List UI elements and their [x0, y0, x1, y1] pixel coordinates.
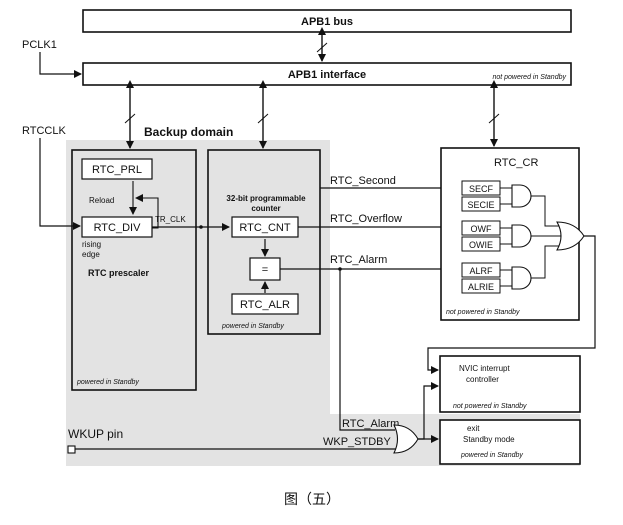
prescaler-note: powered in Standby [76, 379, 139, 386]
reload-label: Reload [89, 196, 114, 205]
wakeup-or-gate [393, 424, 419, 454]
prescaler-block [71, 149, 197, 391]
nvic-note: not powered in Standby [453, 403, 527, 410]
nvic-block [439, 355, 581, 413]
rtc-second-label: RTC_Second [330, 175, 396, 187]
interrupt-line [427, 235, 596, 374]
wkp-stdby-label: WKP_STDBY [323, 436, 392, 448]
alarm-to-wakeup [339, 269, 395, 431]
secie-label: SECIE [467, 200, 494, 210]
reload-feedback [135, 194, 159, 229]
rtc-div-label: RTC_DIV [94, 222, 142, 234]
and-gate-second [511, 184, 532, 208]
rising-label: rising [82, 240, 101, 249]
rtc-alr-label: RTC_ALR [240, 299, 290, 311]
and-gate-overflow [511, 224, 532, 248]
and-gate-alarm [511, 266, 532, 290]
rtc-alr-box [231, 293, 299, 315]
wkup-pin-terminal [67, 445, 76, 454]
alrie-label: ALRIE [468, 282, 494, 292]
nvic-line2: controller [466, 375, 499, 384]
tr-clk-label: TR_CLK [155, 215, 186, 224]
rtc-prl-label: RTC_PRL [92, 164, 142, 176]
edge-label: edge [82, 250, 100, 259]
rtc-cr-note: not powered in Standby [446, 309, 520, 316]
counter-title-1: 32-bit programmable [226, 194, 306, 203]
pclk1-line [39, 52, 82, 78]
exit-line1: exit [467, 424, 480, 433]
pclk1-label: PCLK1 [22, 39, 57, 51]
counter-title-2: counter [251, 204, 280, 213]
prescaler-name: RTC prescaler [88, 268, 150, 278]
wakeup-to-nvic [418, 382, 439, 440]
alrf-label: ALRF [469, 266, 493, 276]
counter-note: powered in Standby [221, 323, 284, 330]
secf-label: SECF [469, 184, 494, 194]
apb1-interface-note: not powered in Standby [492, 74, 566, 81]
apb1-bus-box [82, 9, 572, 33]
counter-block [207, 149, 321, 335]
rtc-prl-box [81, 158, 153, 180]
rtcclk-line [39, 138, 81, 230]
exit-line2: Standby mode [463, 435, 515, 444]
backup-domain-title: Backup domain [144, 125, 233, 139]
wkup-pin-label: WKUP pin [68, 427, 123, 441]
comparator-symbol: = [262, 264, 268, 276]
exit-standby-block [439, 419, 581, 465]
nvic-line1: NVIC interrupt [459, 364, 510, 373]
or-gate [556, 221, 585, 251]
exit-note: powered in Standby [460, 452, 523, 459]
rtc-alarm-label: RTC_Alarm [330, 254, 387, 266]
figure-caption: 图（五） [284, 492, 340, 508]
rtcclk-label: RTCCLK [22, 125, 66, 137]
apb1-bus-label: APB1 bus [301, 16, 353, 28]
owf-label: OWF [471, 224, 492, 234]
rtc-cnt-label: RTC_CNT [239, 222, 290, 234]
apb1-interface-box [82, 62, 572, 86]
owie-label: OWIE [469, 240, 493, 250]
rtc-alarm2-label: RTC_Alarm [342, 418, 399, 430]
rtc-cr-title: RTC_CR [494, 157, 538, 169]
rtc-overflow-label: RTC_Overflow [330, 213, 402, 225]
backup-domain-region [66, 140, 330, 414]
apb1-interface-label: APB1 interface [288, 69, 366, 81]
